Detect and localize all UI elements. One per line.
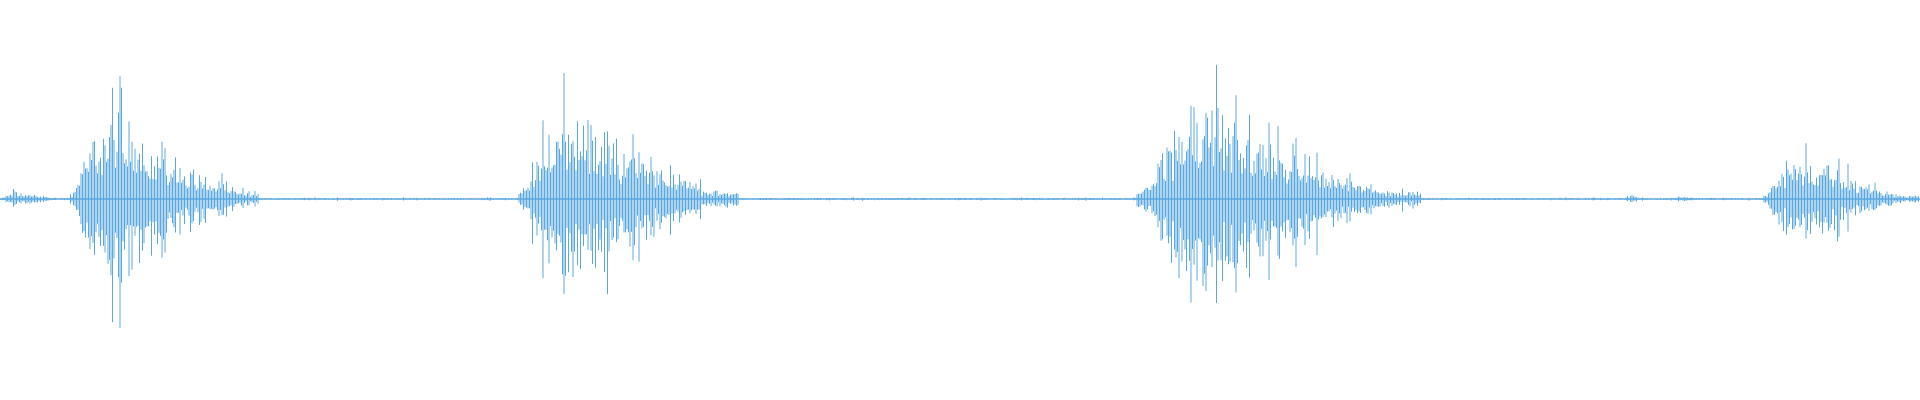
waveform-signal	[0, 64, 1919, 328]
waveform-samples	[0, 64, 1919, 328]
